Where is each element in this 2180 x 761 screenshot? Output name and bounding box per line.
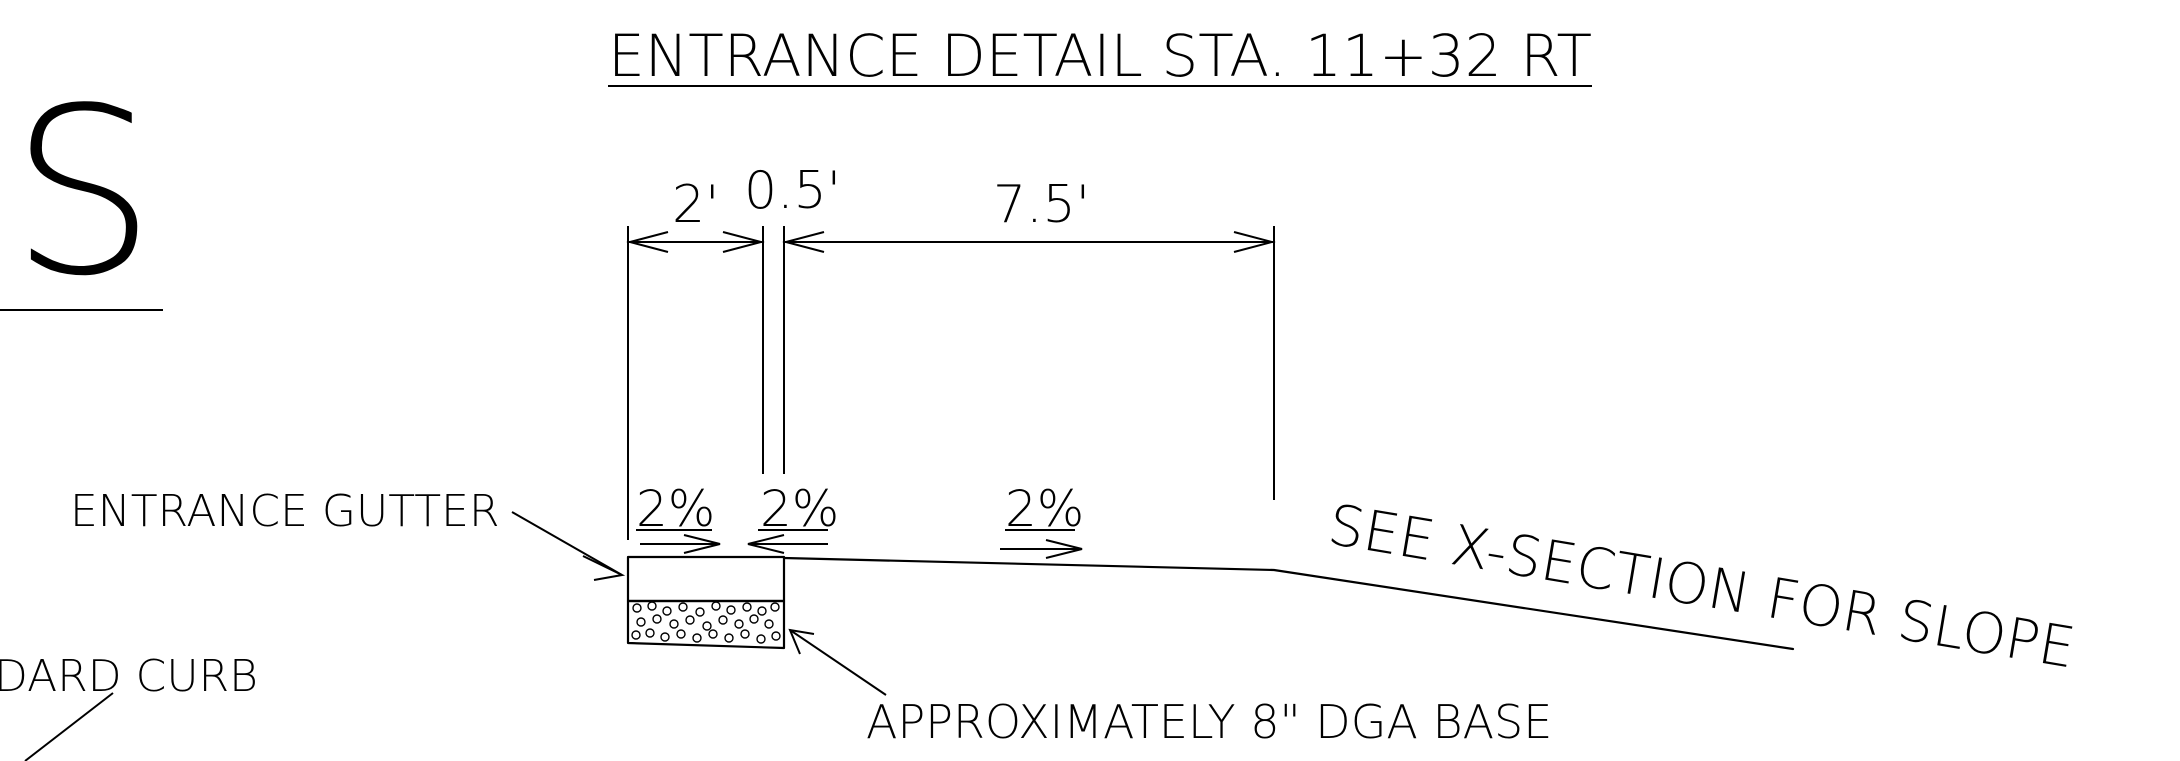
dimension-line <box>626 231 1276 253</box>
slope-curb-arrow <box>747 534 828 554</box>
pavement-section <box>626 555 1795 651</box>
slope-gutter-arrow <box>640 534 721 554</box>
standard-curb-leader <box>24 692 114 761</box>
detail-title: ENTRANCE DETAIL STA. 11+32 RT <box>608 22 1592 90</box>
large-letter-s: S <box>10 60 156 327</box>
entrance-gutter-leader <box>511 511 626 581</box>
standard-curb-label: DARD CURB <box>0 651 258 702</box>
dga-base-label: APPROXIMATELY 8" DGA BASE <box>866 695 1552 749</box>
entrance-gutter-label: ENTRANCE GUTTER <box>70 486 500 537</box>
slope-shoulder-label: 2% <box>1005 480 1084 538</box>
slope-curb-label: 2% <box>760 480 839 538</box>
slope-gutter-label: 2% <box>636 480 715 538</box>
dga-aggregate-pattern <box>631 601 781 644</box>
dim-curb-width: 0.5' <box>744 161 841 221</box>
dim-gutter-width: 2' <box>672 175 719 235</box>
dga-base-leader <box>788 628 887 696</box>
slope-shoulder-arrow <box>1000 539 1083 559</box>
dim-shoulder-width: 7.5' <box>993 175 1090 235</box>
x-section-note: SEE X-SECTION FOR SLOPE <box>1324 493 2080 682</box>
